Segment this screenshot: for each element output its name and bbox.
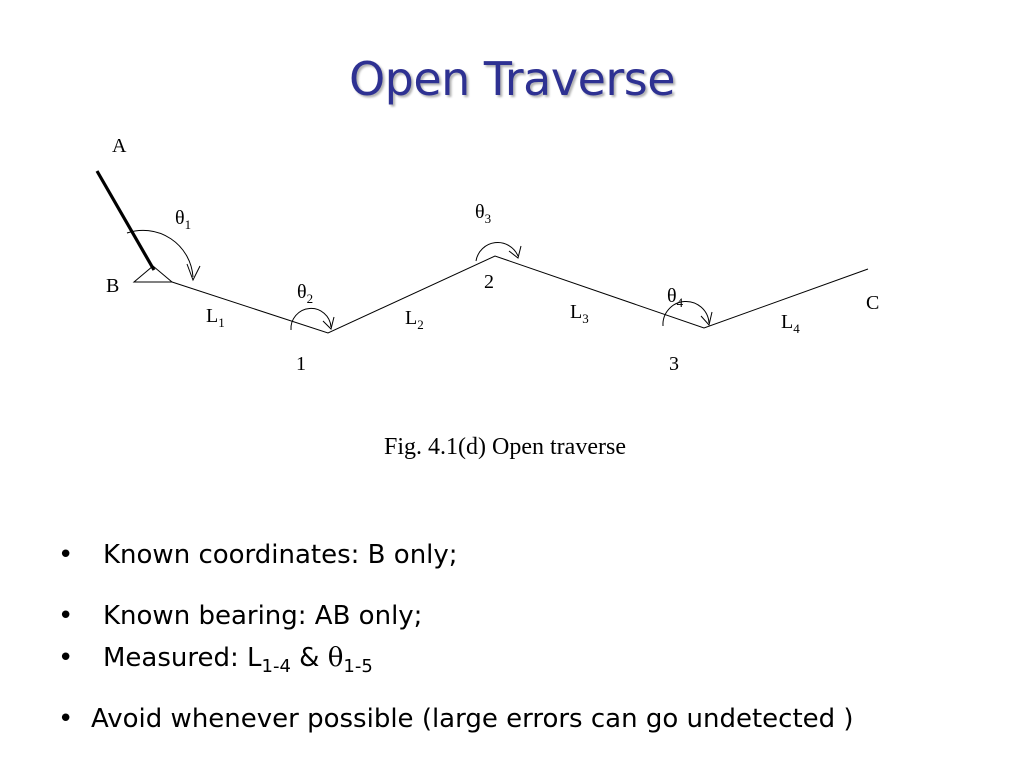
angle-label-theta4: θ4 — [667, 285, 684, 310]
line-label-l3: L3 — [570, 301, 589, 326]
point-label-2: 2 — [484, 271, 494, 293]
angle-arrow-theta3 — [508, 245, 522, 259]
bullet-marker: • — [58, 601, 74, 631]
bullet-marker: • — [58, 643, 74, 673]
bullet-text: Avoid whenever possible (large errors ca… — [91, 704, 854, 734]
point-label-1: 1 — [296, 353, 306, 375]
point-label-c: C — [866, 292, 879, 314]
station-b-triangle — [132, 265, 174, 283]
bullet-text: Measured: L1-4 & θ1-5 — [103, 643, 373, 677]
bullet-marker: • — [58, 540, 74, 570]
line-label-l1: L1 — [206, 305, 225, 330]
angle-label-theta3: θ3 — [475, 201, 491, 226]
line-label-l4: L4 — [781, 311, 800, 336]
traverse-path — [171, 255, 869, 334]
angle-arrow-theta2 — [322, 316, 335, 330]
line-ab — [95, 170, 156, 271]
bullet-text: Known coordinates: B only; — [103, 540, 458, 570]
angle-arc-theta1 — [126, 229, 194, 278]
angle-label-theta2: θ2 — [297, 281, 313, 306]
figure-caption: Fig. 4.1(d) Open traverse — [384, 434, 626, 460]
point-label-b: B — [106, 275, 119, 297]
bullet-text: Known bearing: AB only; — [103, 601, 423, 631]
line-label-l2: L2 — [405, 307, 424, 332]
point-label-3: 3 — [669, 353, 679, 375]
point-label-a: A — [112, 135, 127, 157]
angle-arrow-theta4 — [700, 311, 713, 327]
angle-arc-theta2 — [290, 307, 332, 331]
angle-arrow-theta1 — [186, 263, 201, 282]
slide-title: Open Traverse — [348, 52, 676, 106]
angle-arc-theta4 — [662, 300, 710, 327]
angle-label-theta1: θ1 — [175, 207, 191, 232]
angle-arc-theta3 — [475, 242, 519, 262]
bullet-marker: • — [58, 704, 74, 734]
